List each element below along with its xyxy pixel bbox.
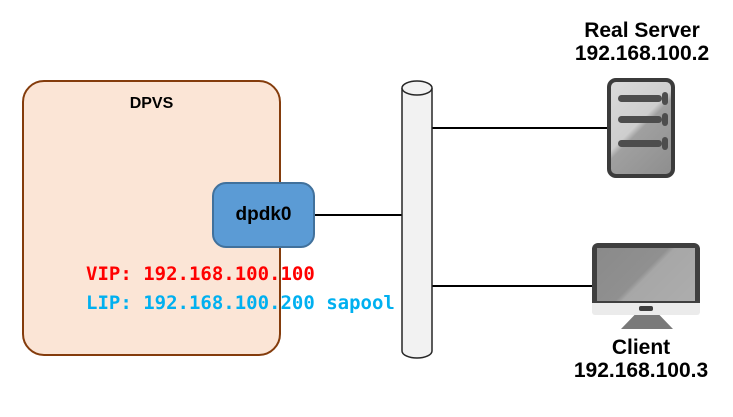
link-line-bus-to-server [432, 127, 608, 129]
network-bus-icon [401, 80, 433, 359]
client-ip: 192.168.100.3 [573, 359, 709, 382]
server-led-icon [662, 92, 668, 105]
vip-address-label: VIP: 192.168.100.100 [86, 263, 315, 285]
link-line-bus-to-client [432, 285, 594, 287]
real-server-ip: 192.168.100.2 [574, 42, 710, 65]
monitor-chin-icon [592, 303, 700, 315]
client-label: Client 192.168.100.3 [556, 336, 726, 382]
server-slot-bar-icon [618, 140, 662, 147]
dpdk0-interface-box: dpdk0 [212, 182, 315, 248]
server-led-icon [662, 137, 668, 150]
server-slot-bar-icon [618, 95, 662, 102]
real-server-label: Real Server 192.168.100.2 [557, 19, 727, 65]
monitor-screen-icon [597, 248, 695, 301]
server-slot-bar-icon [618, 116, 662, 123]
server-led-icon [662, 113, 668, 126]
monitor-button-icon [639, 306, 653, 311]
dpdk0-interface-label: dpdk0 [235, 204, 292, 225]
link-line-dpdk-to-bus [313, 214, 403, 216]
client-monitor-icon [592, 243, 700, 303]
client-name: Client [611, 336, 671, 359]
monitor-stand-icon [621, 315, 673, 329]
dpvs-title: DPVS [129, 95, 174, 112]
server-icon [607, 78, 675, 178]
lip-address-label: LIP: 192.168.100.200 sapool [86, 292, 395, 314]
real-server-name: Real Server [584, 19, 700, 42]
